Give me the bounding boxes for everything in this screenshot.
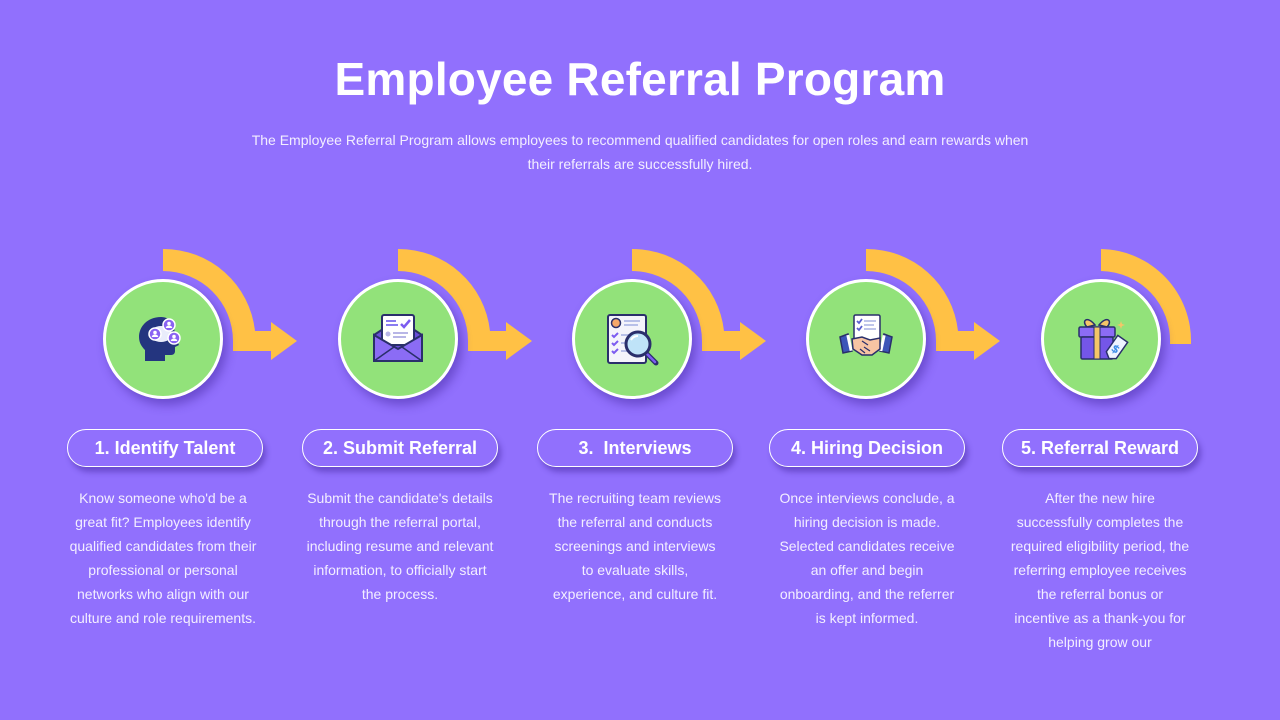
curved-arrow-icon xyxy=(398,248,532,360)
resume-magnifier-icon xyxy=(607,314,659,366)
curved-arrow-icon xyxy=(163,248,297,360)
step-4-circle xyxy=(806,279,926,399)
page-title: Employee Referral Program xyxy=(334,53,946,105)
step-3-circle xyxy=(572,279,692,399)
step-2-description: Submit the candidate's details through t… xyxy=(306,490,494,602)
step-1-circle xyxy=(103,279,223,399)
step-1-description: Know someone who'd be a great fit? Emplo… xyxy=(69,490,257,626)
curved-arrow-icon xyxy=(632,248,766,360)
curved-arrow-icon xyxy=(866,248,1000,360)
step-4-label: 4. Hiring Decision xyxy=(769,429,965,467)
gift-price-tag-icon: $ xyxy=(1078,318,1129,360)
head-network-icon xyxy=(139,317,181,361)
step-5-label: 5. Referral Reward xyxy=(1002,429,1198,467)
envelope-document-icon xyxy=(373,314,423,362)
step-4-description: Once interviews conclude, a hiring decis… xyxy=(779,490,955,626)
step-2-label: 2. Submit Referral xyxy=(302,429,498,467)
step-3-description: The recruiting team reviews the referral… xyxy=(549,490,721,602)
step-5-circle: $ xyxy=(1041,279,1161,399)
step-1-label: 1. Identify Talent xyxy=(67,429,263,467)
handshake-contract-icon xyxy=(839,314,893,356)
step-2-circle xyxy=(338,279,458,399)
curved-arc-icon xyxy=(1101,249,1192,344)
page-subtitle: The Employee Referral Program allows emp… xyxy=(251,132,1029,172)
step-5-description: After the new hire successfully complete… xyxy=(1010,490,1190,650)
step-3-label: 3. Interviews xyxy=(537,429,733,467)
